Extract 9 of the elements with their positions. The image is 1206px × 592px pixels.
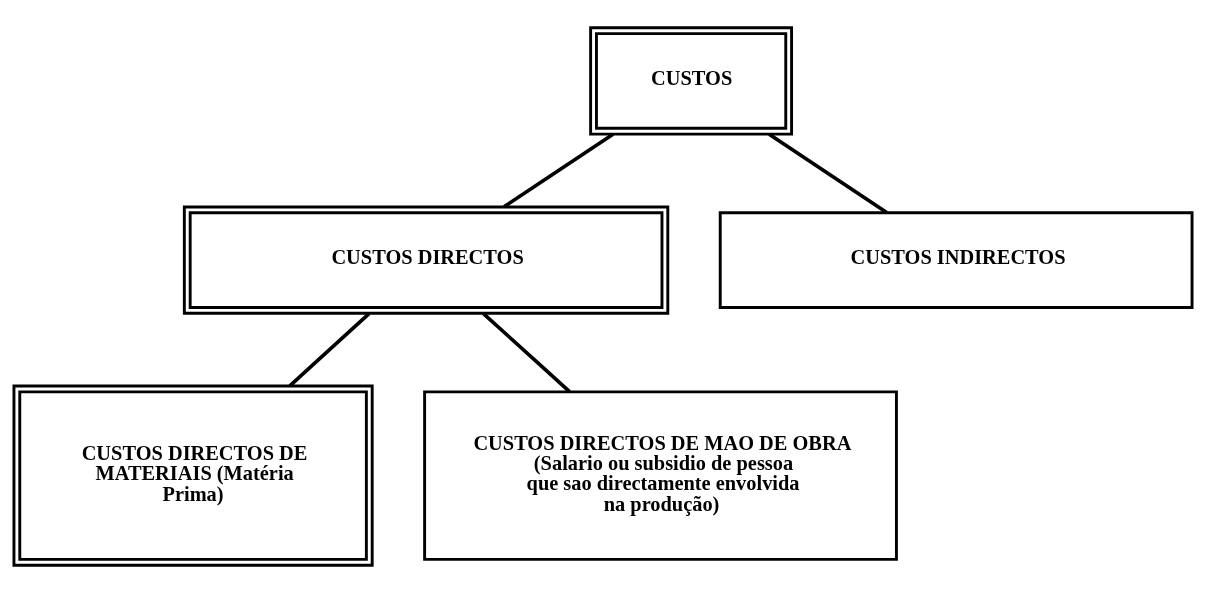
connector — [288, 311, 371, 387]
node-box: CUSTOS — [589, 25, 794, 136]
node-box: CUSTOS DIRECTOS — [182, 205, 670, 315]
node-box: CUSTOS DIRECTOS DE MAO DE OBRA (Salario ou subsidio de pessoa que sao directamente envolvida na produção) — [423, 389, 898, 561]
node-box: CUSTOS INDIRECTOS — [718, 210, 1194, 309]
connector — [482, 311, 571, 393]
node-box: CUSTOS DIRECTOS DE MATERIAIS (Matéria Prima) — [12, 384, 374, 567]
connector — [503, 132, 615, 208]
connector — [768, 132, 888, 214]
